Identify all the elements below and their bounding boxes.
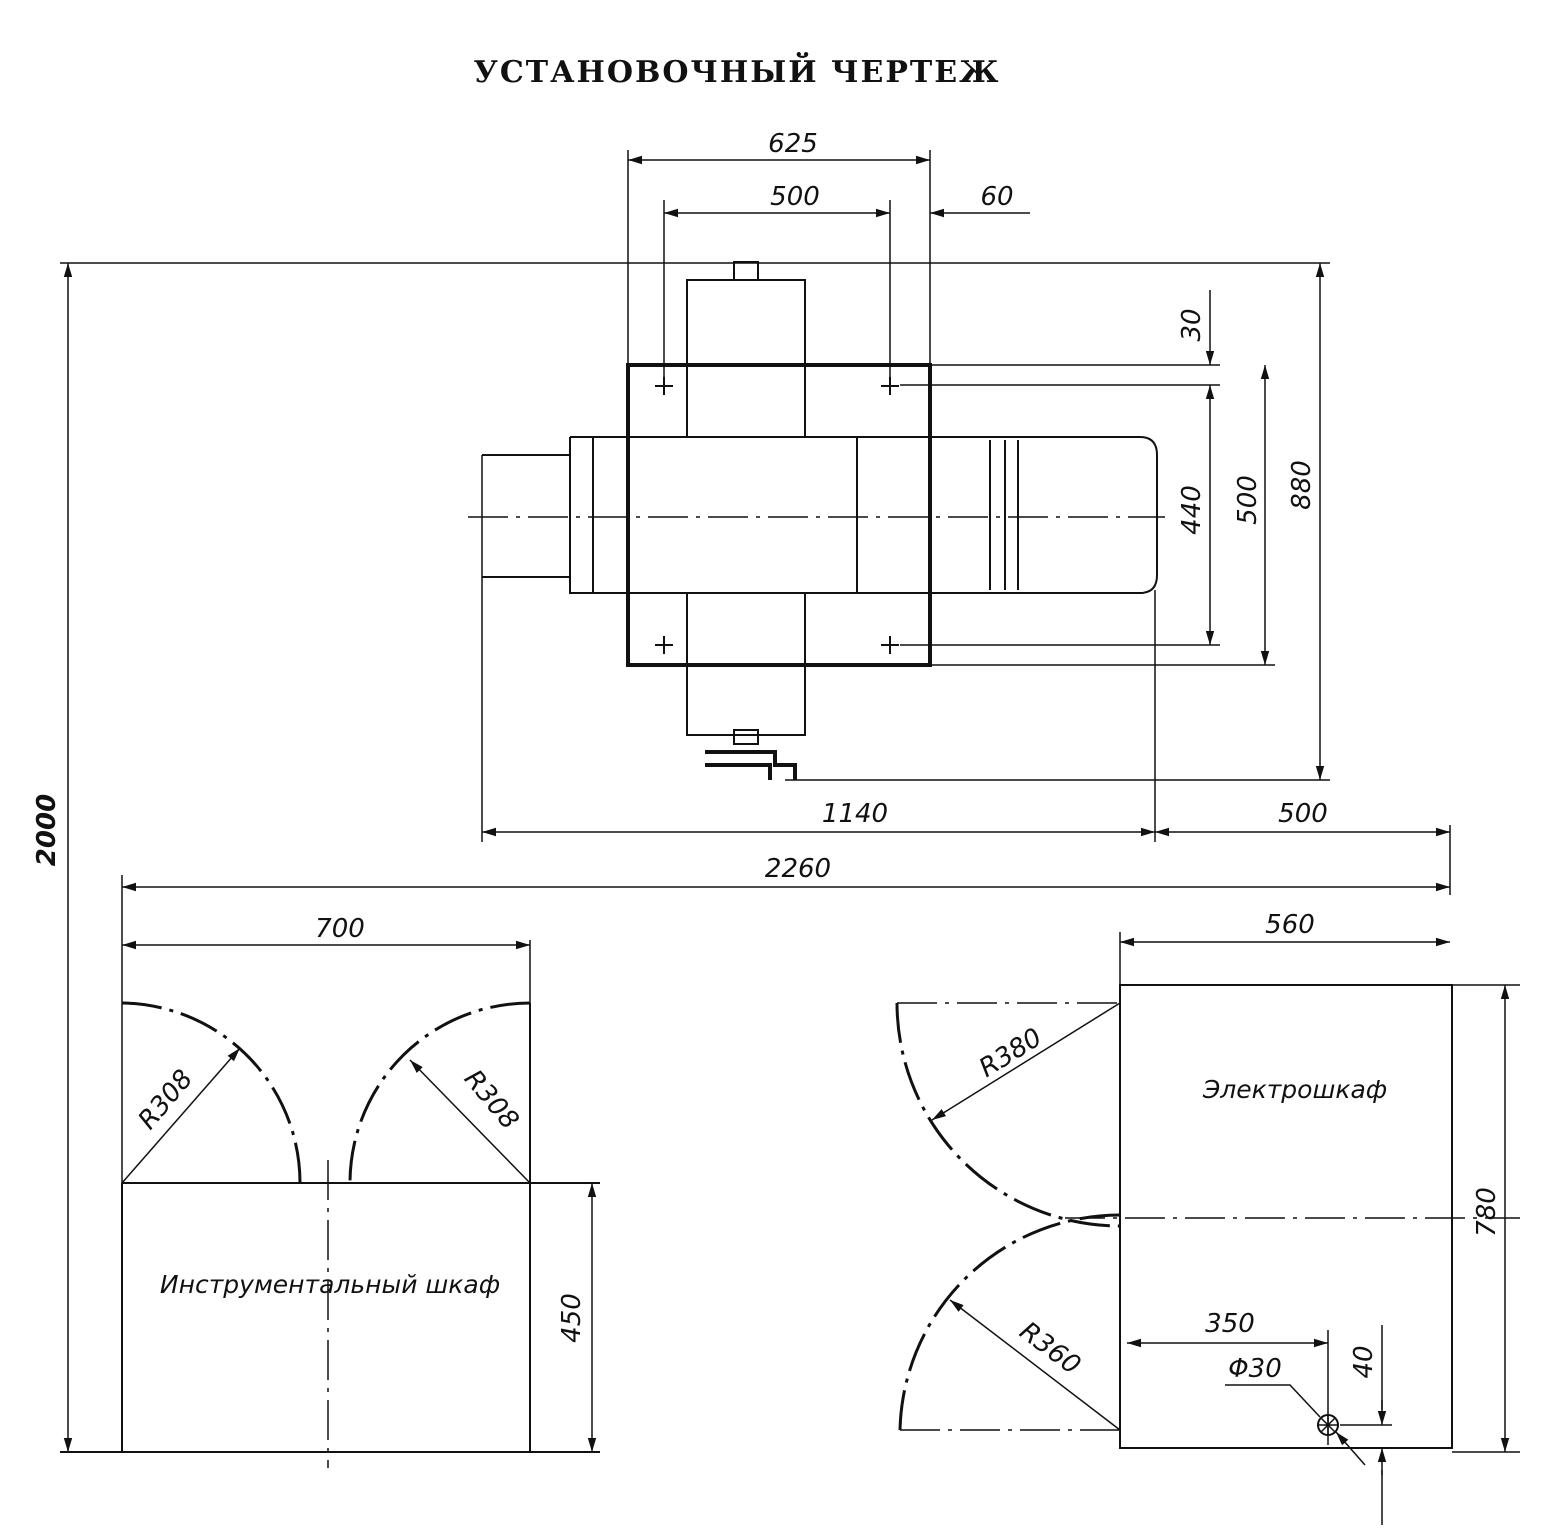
machine-dimensions: 625 500 60 30 440 500 880 2000 1140 500 …: [32, 129, 1451, 1452]
dim-2260: 2260: [765, 854, 831, 884]
hole-icon: [1317, 1414, 1339, 1436]
hole-diameter-label: Φ30: [1228, 1354, 1282, 1384]
dim-40: 40: [1349, 1345, 1379, 1378]
dim-700: 700: [315, 914, 365, 944]
dim-440: 440: [1177, 485, 1207, 535]
radius-360-label: R360: [1014, 1316, 1086, 1381]
radius-right-label: R308: [458, 1064, 525, 1135]
dim-880: 880: [1287, 460, 1317, 510]
dim-30: 30: [1177, 308, 1207, 341]
dim-500-height: 500: [1233, 475, 1263, 525]
tool-cabinet: R308 R308 700 450 Инструментальный шкаф: [60, 914, 600, 1468]
dim-500-right: 500: [1278, 799, 1328, 829]
radius-left-label: R308: [133, 1064, 200, 1135]
dim-500-width: 500: [770, 182, 820, 212]
machine-plan: [468, 261, 1165, 780]
dim-60: 60: [980, 182, 1013, 212]
tool-cabinet-label: Инструментальный шкаф: [160, 1270, 500, 1299]
electric-cabinet-label: Электрошкаф: [1202, 1075, 1387, 1104]
dim-2000: 2000: [32, 794, 62, 866]
dim-1140: 1140: [822, 799, 888, 829]
dim-350: 350: [1205, 1309, 1255, 1339]
dim-780: 780: [1472, 1187, 1502, 1237]
electric-cabinet: R380 R360 560 780 350 Φ30 40 Электрошкаф: [895, 910, 1520, 1525]
dim-450: 450: [557, 1293, 587, 1343]
dim-560: 560: [1265, 910, 1315, 940]
radius-380-label: R380: [974, 1023, 1047, 1084]
drawing-title: УСТАНОВОЧНЫЙ ЧЕРТЕЖ: [474, 52, 1001, 90]
dim-625: 625: [768, 129, 818, 159]
